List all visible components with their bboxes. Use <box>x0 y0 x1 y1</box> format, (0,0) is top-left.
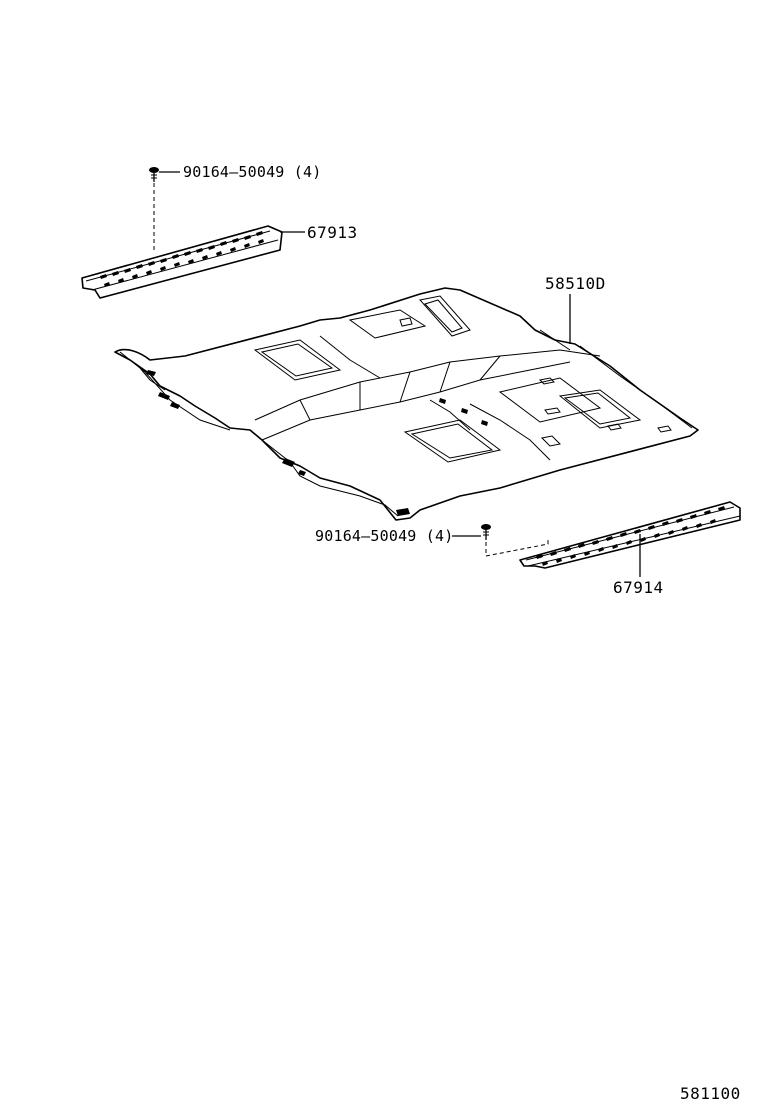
scuff-plate-left <box>81 225 283 299</box>
callout-floor-carpet: 58510D <box>545 274 606 293</box>
scuff-plate-right-ribs <box>536 506 725 566</box>
reference-number: 581100 <box>680 1084 741 1103</box>
callout-scuff-plate-left: 67913 <box>307 223 358 242</box>
screw-bottom-dashed-guide <box>485 540 549 557</box>
scuff-plate-right <box>519 501 741 569</box>
floor-carpet <box>114 287 699 521</box>
screw-bottom-icon <box>481 524 491 540</box>
screw-top-icon <box>149 167 159 182</box>
scuff-plate-left-ribs <box>100 231 264 287</box>
callout-scuff-plate-right: 67914 <box>613 578 664 597</box>
callout-screw-top: 90164–50049 (4) <box>183 163 321 181</box>
callout-screw-bottom: 90164–50049 (4) <box>315 527 453 545</box>
